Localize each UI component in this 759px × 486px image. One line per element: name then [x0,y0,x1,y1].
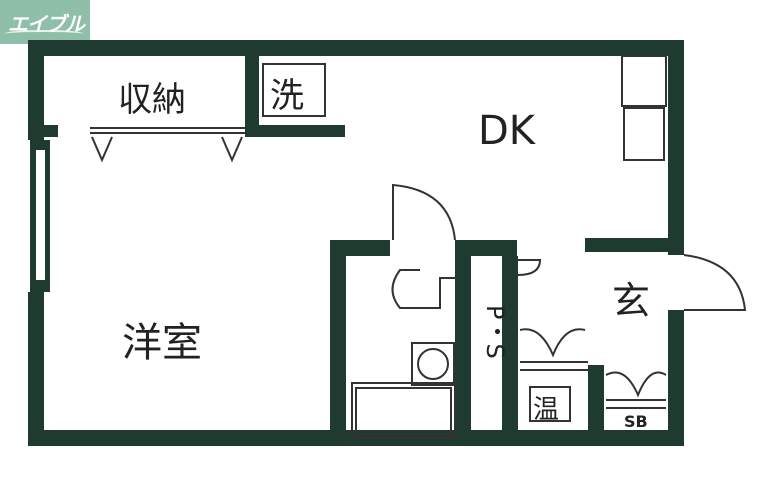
logo-swoosh [4,30,84,38]
room-label-western-room: 洋室 [122,320,202,366]
room-label-washer: 洗 [270,76,304,116]
room-label-water-heater: 温 [533,395,560,425]
brand-logo: エイブル [0,0,90,44]
room-label-shoe-box: SB [624,412,648,431]
room-label-storage: 収納 [118,80,186,120]
room-label-pipe-space: P・S [481,305,509,359]
room-label-entrance: 玄 [612,279,651,323]
room-label-dk: DK [478,108,536,154]
walls [28,40,684,446]
